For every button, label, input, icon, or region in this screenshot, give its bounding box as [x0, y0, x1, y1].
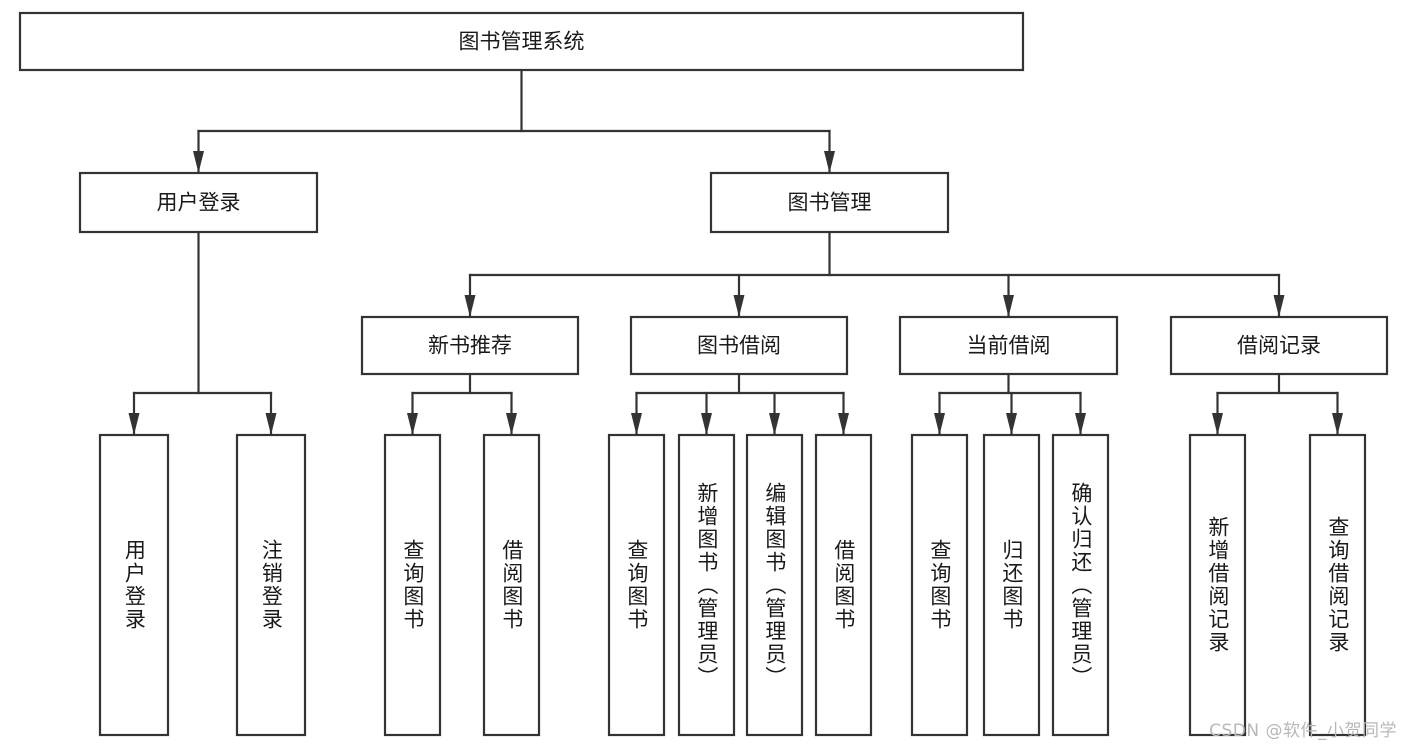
node-label-n_current: 当前借阅 [967, 334, 1051, 358]
arrow-head-icon [934, 413, 945, 435]
arrow-head-icon [1003, 295, 1014, 317]
arrow-head-icon [128, 413, 140, 435]
arrow-head-icon [1273, 295, 1285, 317]
node-box-leaf_edit_book[interactable] [745, 433, 804, 737]
arrow-head-icon [464, 295, 476, 317]
node-box-root[interactable] [18, 11, 1025, 72]
arrow-head-icon [1075, 413, 1086, 435]
node-box-leaf_confirm_return[interactable] [1051, 433, 1110, 737]
node-box-leaf_add_book[interactable] [677, 433, 736, 737]
node-label-n_book_mgmt: 图书管理 [788, 191, 872, 215]
arrow-head-icon [407, 413, 418, 435]
arrow-head-icon [265, 413, 277, 435]
node-box-leaf_query_book_3[interactable] [910, 433, 969, 737]
node-label-n_borrow: 图书借阅 [697, 334, 781, 358]
node-box-leaf_query_record[interactable] [1308, 433, 1367, 737]
arrow-head-icon [1332, 413, 1343, 435]
arrow-head-icon [1212, 413, 1223, 435]
csdn-watermark: CSDN @软件_小贺同学 [1209, 721, 1397, 741]
arrow-head-icon [701, 413, 712, 435]
arrow-head-icon [193, 151, 204, 173]
node-box-n_records[interactable] [1169, 315, 1389, 376]
arrow-head-icon [733, 295, 745, 317]
node-label-n_new_rec: 新书推荐 [428, 334, 512, 358]
node-box-leaf_logout[interactable] [235, 433, 307, 737]
node-box-leaf_user_login[interactable] [98, 433, 170, 737]
node-box-leaf_query_book_2[interactable] [607, 433, 666, 737]
arrow-head-icon [838, 413, 849, 435]
node-label-n_records: 借阅记录 [1237, 334, 1321, 358]
arrow-head-icon [631, 413, 642, 435]
connectors-layer [128, 68, 1343, 436]
node-box-n_new_rec[interactable] [360, 315, 580, 376]
node-box-leaf_return_book[interactable] [982, 433, 1041, 737]
boxes-layer [18, 11, 1389, 737]
arrow-head-icon [824, 151, 835, 173]
node-box-leaf_borrow_book_2[interactable] [814, 433, 873, 737]
node-box-leaf_query_book_1[interactable] [383, 433, 442, 737]
node-box-n_borrow[interactable] [629, 315, 849, 376]
arrow-head-icon [506, 413, 517, 435]
node-box-n_current[interactable] [898, 315, 1119, 376]
node-box-leaf_add_record[interactable] [1188, 433, 1247, 737]
arrow-head-icon [769, 413, 780, 435]
node-label-root: 图书管理系统 [459, 30, 585, 54]
node-box-leaf_borrow_book_1[interactable] [482, 433, 541, 737]
node-box-n_book_mgmt[interactable] [709, 171, 950, 234]
arrow-head-icon [1006, 413, 1017, 435]
node-label-n_user_login: 用户登录 [157, 191, 241, 215]
node-box-n_user_login[interactable] [78, 171, 319, 234]
